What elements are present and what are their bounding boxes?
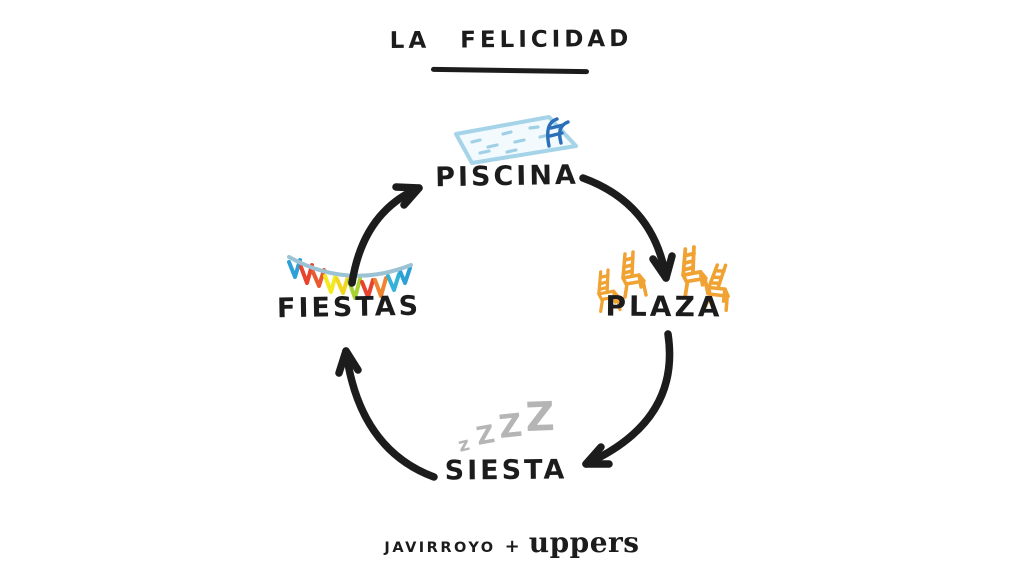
- chairs-icon: [597, 245, 730, 314]
- svg-text:Z: Z: [525, 394, 556, 441]
- chair-icon: [703, 263, 730, 312]
- chair-icon: [621, 250, 648, 299]
- svg-text:Z: Z: [497, 406, 524, 446]
- chair-icon: [597, 268, 622, 314]
- sleep-zzz-icon: z Z Z Z: [456, 394, 555, 457]
- arrow-plaza-to-siesta: [582, 330, 674, 468]
- artist-name: JAVIRROYO: [384, 540, 496, 556]
- arrow-siesta-to-fiestas: [335, 347, 438, 481]
- svg-text:z: z: [456, 433, 472, 457]
- arrow-fiestas-to-piscina: [348, 183, 423, 287]
- node-label-siesta: SIESTA: [444, 454, 568, 487]
- page-title: LA FELICIDAD: [389, 25, 633, 55]
- cycle-arrows: [335, 174, 676, 481]
- pool-ladder-icon: [546, 117, 570, 148]
- brand-logo: uppers: [528, 526, 640, 559]
- chair-icon: [681, 245, 710, 298]
- node-label-fiestas: FIESTAS: [276, 290, 422, 325]
- node-label-piscina: PISCINA: [434, 159, 580, 194]
- banner-string: [287, 255, 413, 278]
- bunting-icon: [287, 255, 413, 300]
- credits: JAVIRROYO + uppers: [384, 526, 640, 559]
- plus-separator: +: [504, 536, 520, 557]
- svg-text:Z: Z: [474, 419, 497, 451]
- pool-icon: [454, 115, 578, 165]
- node-label-plaza: PLAZA: [605, 289, 723, 324]
- arrow-piscina-to-plaza: [579, 174, 676, 282]
